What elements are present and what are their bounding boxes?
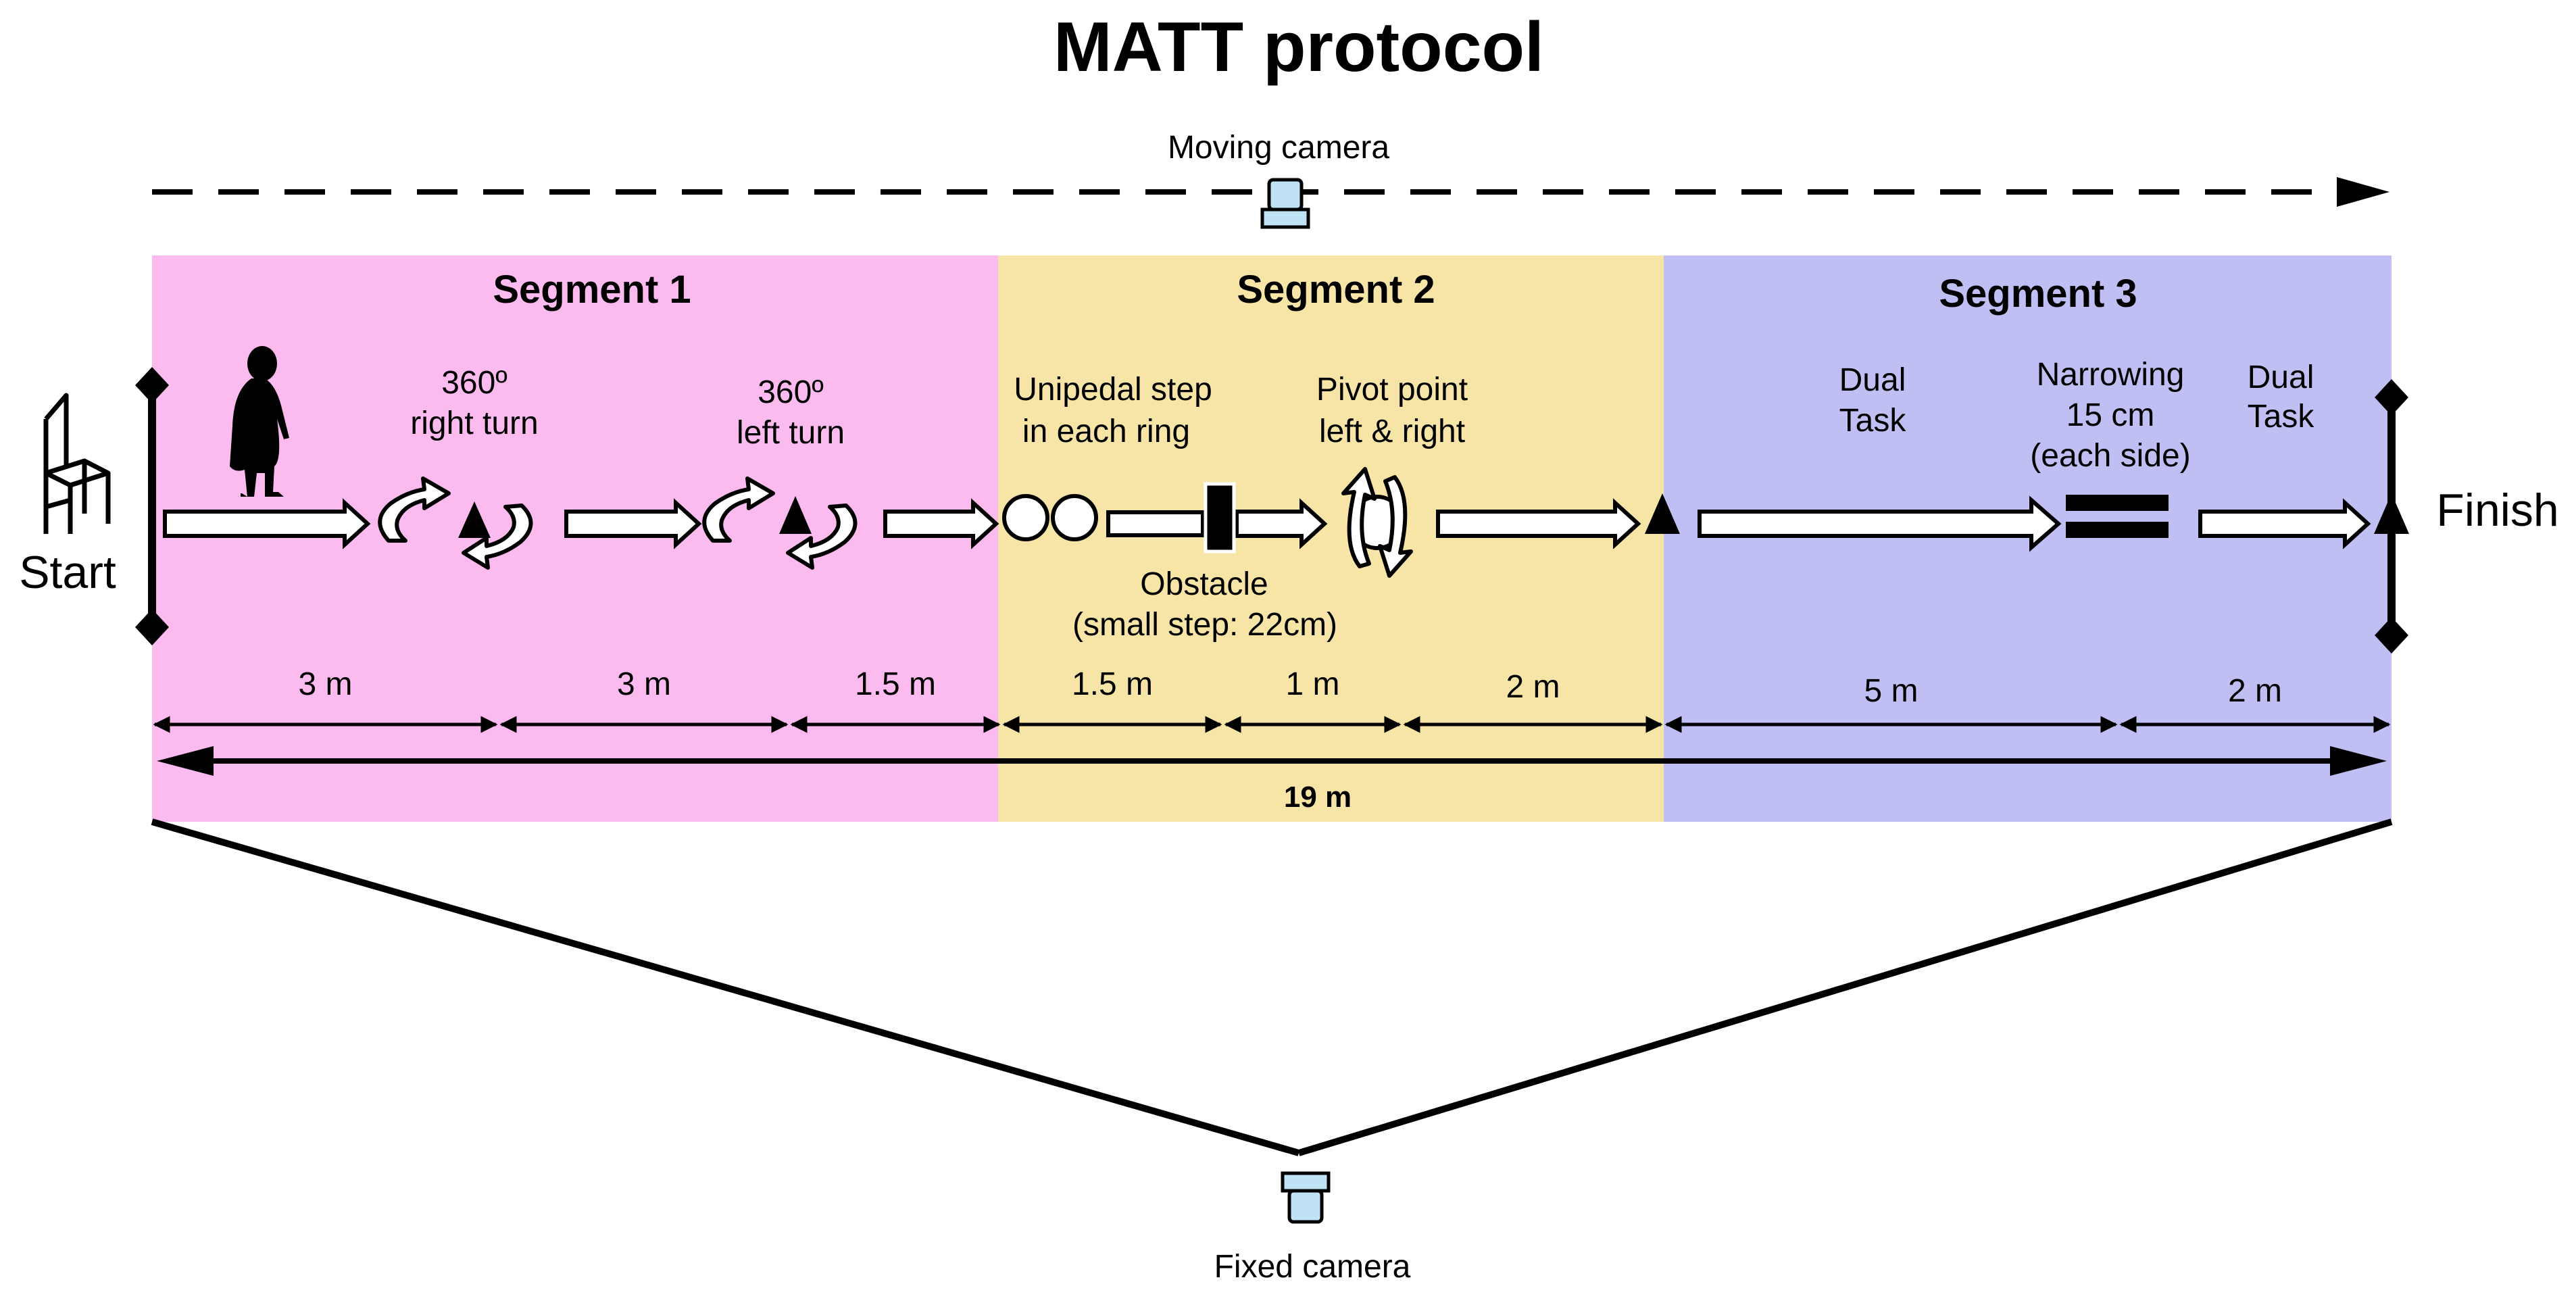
finish-label: Finish — [2436, 485, 2558, 536]
diamond-marker-icon — [2375, 617, 2408, 654]
narrowing-line-3: (each side) — [2030, 438, 2190, 474]
pivot-point-line-1: Pivot point — [1316, 372, 1468, 408]
segment-3-label: Segment 3 — [1939, 272, 2137, 316]
start-label: Start — [19, 547, 116, 598]
distance-label: 3 m — [617, 666, 671, 702]
fixed-camera-label: Fixed camera — [1214, 1249, 1411, 1285]
right-turn-station — [378, 476, 533, 570]
camera-icon — [1281, 1171, 1331, 1224]
pivot-point-line-2: left & right — [1319, 414, 1465, 449]
total-distance-label: 19 m — [1284, 781, 1352, 814]
left-turn-line-1: 360º — [758, 374, 824, 410]
narrowing-line-2: 15 cm — [2066, 397, 2155, 433]
diagram-title: MATT protocol — [1054, 8, 1544, 87]
walk-arrow-icon — [883, 498, 999, 549]
rotation-arrows-icon — [702, 476, 858, 570]
right-turn-line-1: 360º — [441, 365, 507, 401]
right-turn-line-2: right turn — [410, 405, 538, 441]
segment-1-label: Segment 1 — [493, 268, 691, 312]
distance-label: 3 m — [298, 666, 352, 702]
diamond-marker-icon — [135, 367, 169, 403]
unipedal-step-rings — [1002, 494, 1098, 541]
rotation-arrows-icon — [378, 476, 533, 570]
pivot-point-station — [1341, 467, 1413, 578]
obstacle-line-1: Obstacle — [1140, 566, 1268, 602]
distance-label: 1.5 m — [855, 666, 936, 702]
segment-3-area — [1664, 255, 2392, 822]
cone-marker-icon — [1645, 493, 1680, 534]
distance-label: 2 m — [2228, 673, 2282, 709]
obstacle-line-2: (small step: 22cm) — [1072, 607, 1337, 643]
camera-icon — [1260, 178, 1310, 229]
ring-icon — [1051, 494, 1098, 541]
narrowing-bars-icon — [2066, 495, 2169, 538]
walking-person-icon — [230, 346, 289, 497]
distance-label: 1.5 m — [1072, 666, 1153, 702]
segment-2-area — [998, 255, 1664, 822]
moving-camera-track — [152, 177, 2389, 207]
dual-task-2-line-1: Dual — [2248, 360, 2314, 395]
dual-task-1-line-2: Task — [1839, 403, 1907, 439]
diamond-marker-icon — [2375, 379, 2408, 416]
distance-label: 5 m — [1864, 673, 1918, 709]
cone-marker-icon — [2374, 493, 2409, 534]
segment-1-area — [152, 255, 998, 822]
walk-arrow-icon — [1698, 495, 2062, 552]
left-turn-line-2: left turn — [737, 415, 845, 451]
distance-label: 2 m — [1506, 669, 1560, 705]
segment-2-label: Segment 2 — [1237, 268, 1435, 312]
total-distance-measure — [157, 746, 2387, 776]
moving-camera-label: Moving camera — [1168, 130, 1389, 166]
unipedal-step-line-2: in each ring — [1022, 414, 1190, 449]
ring-icon — [1002, 494, 1049, 541]
fixed-camera-view-lines — [151, 818, 2393, 1156]
cone-marker-icon — [458, 501, 491, 538]
walk-arrow-icon — [1106, 510, 1205, 537]
walk-arrow-icon — [2198, 498, 2371, 549]
chair-icon — [43, 393, 111, 534]
dual-task-2-line-2: Task — [2248, 399, 2315, 435]
distance-label: 1 m — [1285, 666, 1339, 702]
unipedal-step-line-1: Unipedal step — [1014, 372, 1212, 408]
walk-arrow-icon — [564, 498, 702, 549]
walk-arrow-icon — [1436, 498, 1641, 549]
walk-arrow-icon — [1235, 498, 1328, 549]
rotation-arrows-icon — [1341, 467, 1413, 578]
cone-marker-icon — [779, 496, 812, 534]
walk-arrow-icon — [163, 498, 371, 549]
distance-measures: 3 m 3 m 1.5 m 1.5 m 1 m 2 m 5 m 2 m — [153, 666, 2391, 733]
start-line — [135, 367, 169, 645]
obstacle-block-icon — [1204, 482, 1236, 553]
diamond-marker-icon — [135, 609, 169, 645]
narrowing-line-1: Narrowing — [2037, 357, 2185, 393]
dual-task-1-line-1: Dual — [1839, 362, 1906, 398]
left-turn-station — [702, 476, 858, 570]
